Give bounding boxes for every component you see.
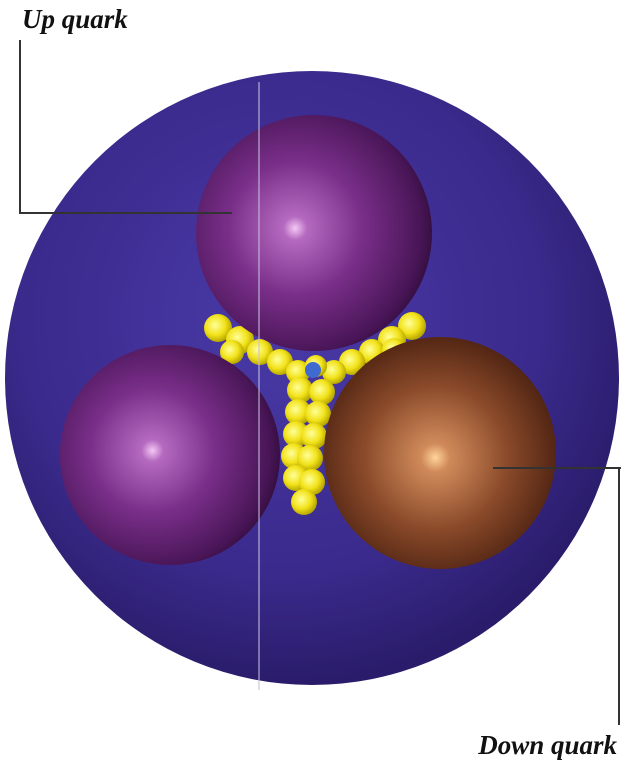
up-quark-left (60, 345, 280, 565)
down-quark (324, 337, 556, 569)
up-quark-top (196, 115, 432, 351)
color-center-dot (305, 362, 321, 378)
